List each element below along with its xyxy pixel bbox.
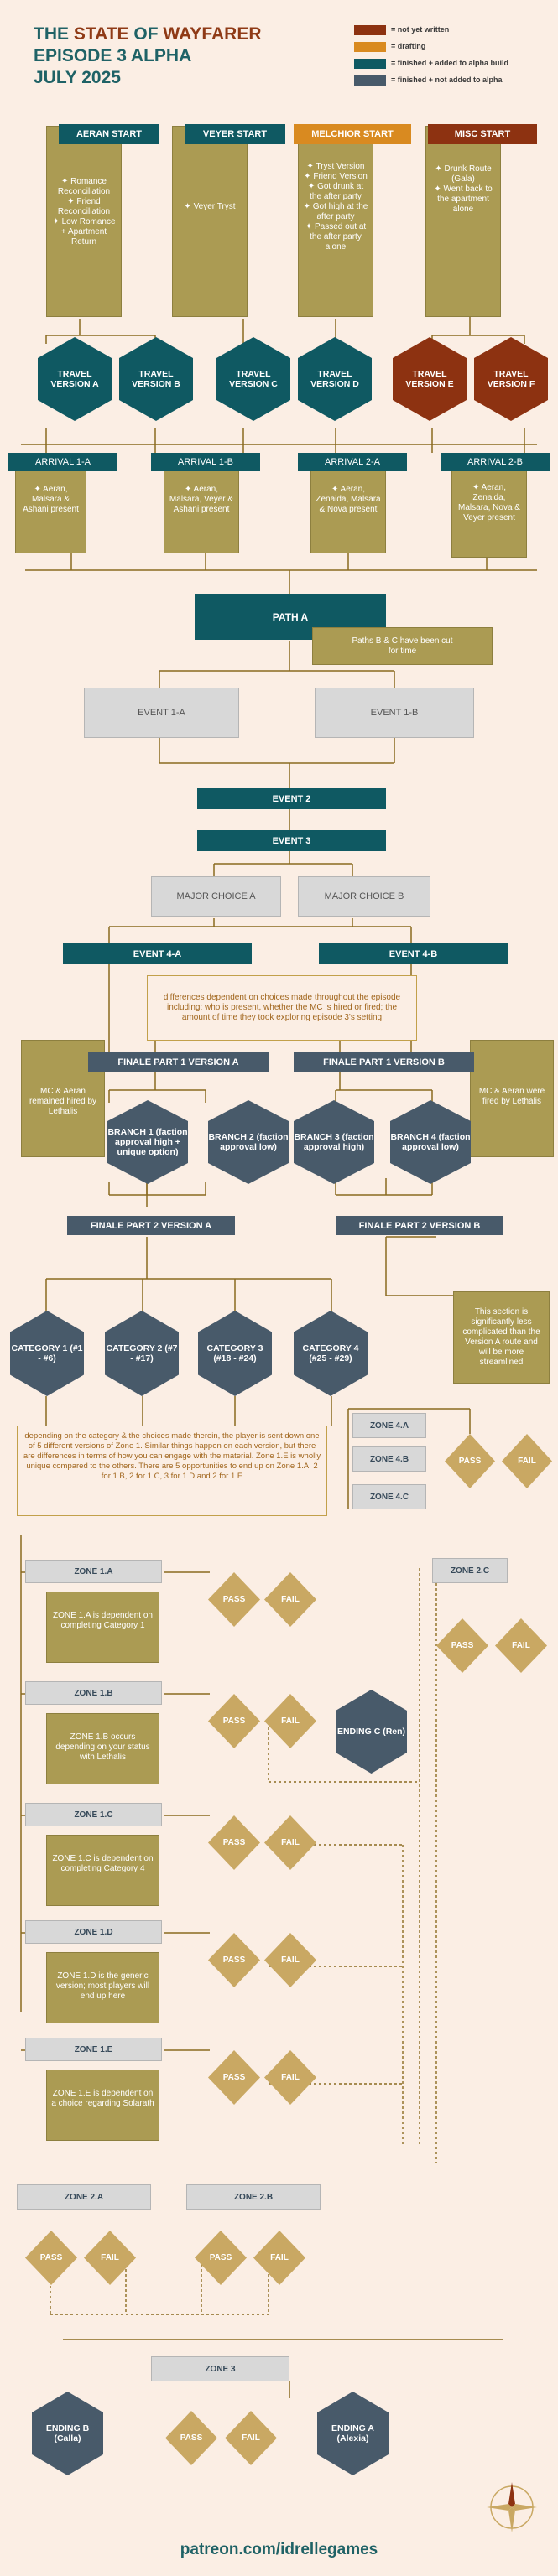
title-date: JULY 2025 bbox=[34, 68, 121, 87]
finale-part1-version-a: FINALE PART 1 VERSION A bbox=[88, 1052, 269, 1072]
zone-1c: ZONE 1.C bbox=[25, 1803, 162, 1826]
event-3: EVENT 3 bbox=[197, 830, 386, 851]
major-choice-b: MAJOR CHOICE B bbox=[298, 876, 430, 917]
arrival-2a-header: ARRIVAL 2-A bbox=[298, 453, 407, 471]
event-4b: EVENT 4-B bbox=[319, 943, 508, 964]
arrival-1a-box: ✦ Aeran, Malsara & Ashani present bbox=[15, 457, 86, 553]
differences-note: differences dependent on choices made th… bbox=[147, 975, 417, 1041]
arrival-2b-items: ✦ Aeran, Zenaida, Malsara, Nova & Veyer … bbox=[451, 457, 527, 558]
compass-icon bbox=[487, 2482, 537, 2532]
arrival-2b-header: ARRIVAL 2-B bbox=[441, 453, 550, 471]
legend-label-added: = finished + added to alpha build bbox=[391, 59, 509, 67]
aeran-start-box: ✦ Romance Reconciliation ✦ Friend Reconc… bbox=[46, 126, 122, 317]
legend-swatch-drafting bbox=[354, 42, 386, 52]
melchior-start-header: MELCHIOR START bbox=[294, 124, 411, 144]
legend-label-not-written: = not yet written bbox=[391, 25, 450, 34]
zone-4a: ZONE 4.A bbox=[352, 1413, 426, 1438]
zone-1d-desc: ZONE 1.D is the generic version; most pl… bbox=[46, 1952, 159, 2023]
title-wayfarer: WAYFARER bbox=[163, 24, 262, 44]
zone-1a-desc: ZONE 1.A is dependent on completing Cate… bbox=[46, 1592, 159, 1663]
category-note: depending on the category & the choices … bbox=[17, 1426, 327, 1516]
legend-swatch-added bbox=[354, 59, 386, 69]
title-episode: EPISODE 3 ALPHA bbox=[34, 46, 192, 65]
major-choice-a: MAJOR CHOICE A bbox=[151, 876, 281, 917]
title-the: THE bbox=[34, 24, 74, 44]
arrival-1a-header: ARRIVAL 1-A bbox=[8, 453, 117, 471]
finale-part2-version-a: FINALE PART 2 VERSION A bbox=[67, 1216, 235, 1235]
arrival-1b-box: ✦ Aeran, Malsara, Veyer & Ashani present bbox=[164, 457, 239, 553]
zone-2c: ZONE 2.C bbox=[432, 1558, 508, 1583]
mc-fired-note: MC & Aeran were fired by Lethalis bbox=[470, 1040, 554, 1157]
zone-1e-desc: ZONE 1.E is dependent on a choice regard… bbox=[46, 2070, 159, 2141]
finale-part2-version-b: FINALE PART 2 VERSION B bbox=[336, 1216, 503, 1235]
ending-b: ENDING B (Calla) bbox=[32, 2392, 103, 2475]
arrival-2a-box: ✦ Aeran, Zenaida, Malsara & Nova present bbox=[310, 457, 386, 553]
zone-4c: ZONE 4.C bbox=[352, 1484, 426, 1509]
misc-start-header: MISC START bbox=[428, 124, 537, 144]
title-state: STATE bbox=[73, 24, 129, 44]
veyer-start-header: VEYER START bbox=[185, 124, 285, 144]
veyer-start-box: ✦ Veyer Tryst bbox=[172, 126, 248, 317]
finale-part1-version-b: FINALE PART 1 VERSION B bbox=[294, 1052, 474, 1072]
zone-1a: ZONE 1.A bbox=[25, 1560, 162, 1583]
misc-start-box: ✦ Drunk Route (Gala) ✦ Went back to the … bbox=[425, 126, 501, 317]
version-b-note: This section is significantly less compl… bbox=[453, 1291, 550, 1384]
category-2: CATEGORY 2 (#7 - #17) bbox=[105, 1311, 179, 1396]
travel-version-f: TRAVEL VERSION F bbox=[474, 337, 548, 421]
aeran-start-header: AERAN START bbox=[59, 124, 159, 144]
zone-2a: ZONE 2.A bbox=[17, 2184, 151, 2210]
legend-label-not-added: = finished + not added to alpha bbox=[391, 75, 503, 84]
zone-4b: ZONE 4.B bbox=[352, 1446, 426, 1472]
footer-link[interactable]: patreon.com/idrellegames bbox=[180, 2541, 378, 2558]
legend-swatch-not-added bbox=[354, 75, 386, 86]
legend-swatch-not-written bbox=[354, 25, 386, 35]
ending-a: ENDING A (Alexia) bbox=[317, 2392, 389, 2475]
page-title: THE STATE OF WAYFARER EPISODE 3 ALPHA JU… bbox=[34, 23, 262, 89]
zone-1b: ZONE 1.B bbox=[25, 1681, 162, 1705]
zone-2b: ZONE 2.B bbox=[186, 2184, 321, 2210]
event-2: EVENT 2 bbox=[197, 788, 386, 809]
mc-hired-note: MC & Aeran remained hired by Lethalis bbox=[21, 1040, 105, 1157]
event-1a: EVENT 1-A bbox=[84, 688, 239, 738]
zone-1d: ZONE 1.D bbox=[25, 1920, 162, 1944]
event-1b: EVENT 1-B bbox=[315, 688, 474, 738]
title-of: OF bbox=[128, 24, 164, 44]
path-cut-note: Paths B & C have been cut for time bbox=[312, 627, 493, 665]
zone-3: ZONE 3 bbox=[151, 2356, 289, 2381]
zone-1e: ZONE 1.E bbox=[25, 2038, 162, 2061]
event-4a: EVENT 4-A bbox=[63, 943, 252, 964]
zone-1b-desc: ZONE 1.B occurs depending on your status… bbox=[46, 1713, 159, 1784]
zone-1c-desc: ZONE 1.C is dependent on completing Cate… bbox=[46, 1835, 159, 1906]
melchior-start-box: ✦ Tryst Version ✦ Friend Version ✦ Got d… bbox=[298, 126, 373, 317]
arrival-1b-header: ARRIVAL 1-B bbox=[151, 453, 260, 471]
legend-label-drafting: = drafting bbox=[391, 42, 426, 50]
